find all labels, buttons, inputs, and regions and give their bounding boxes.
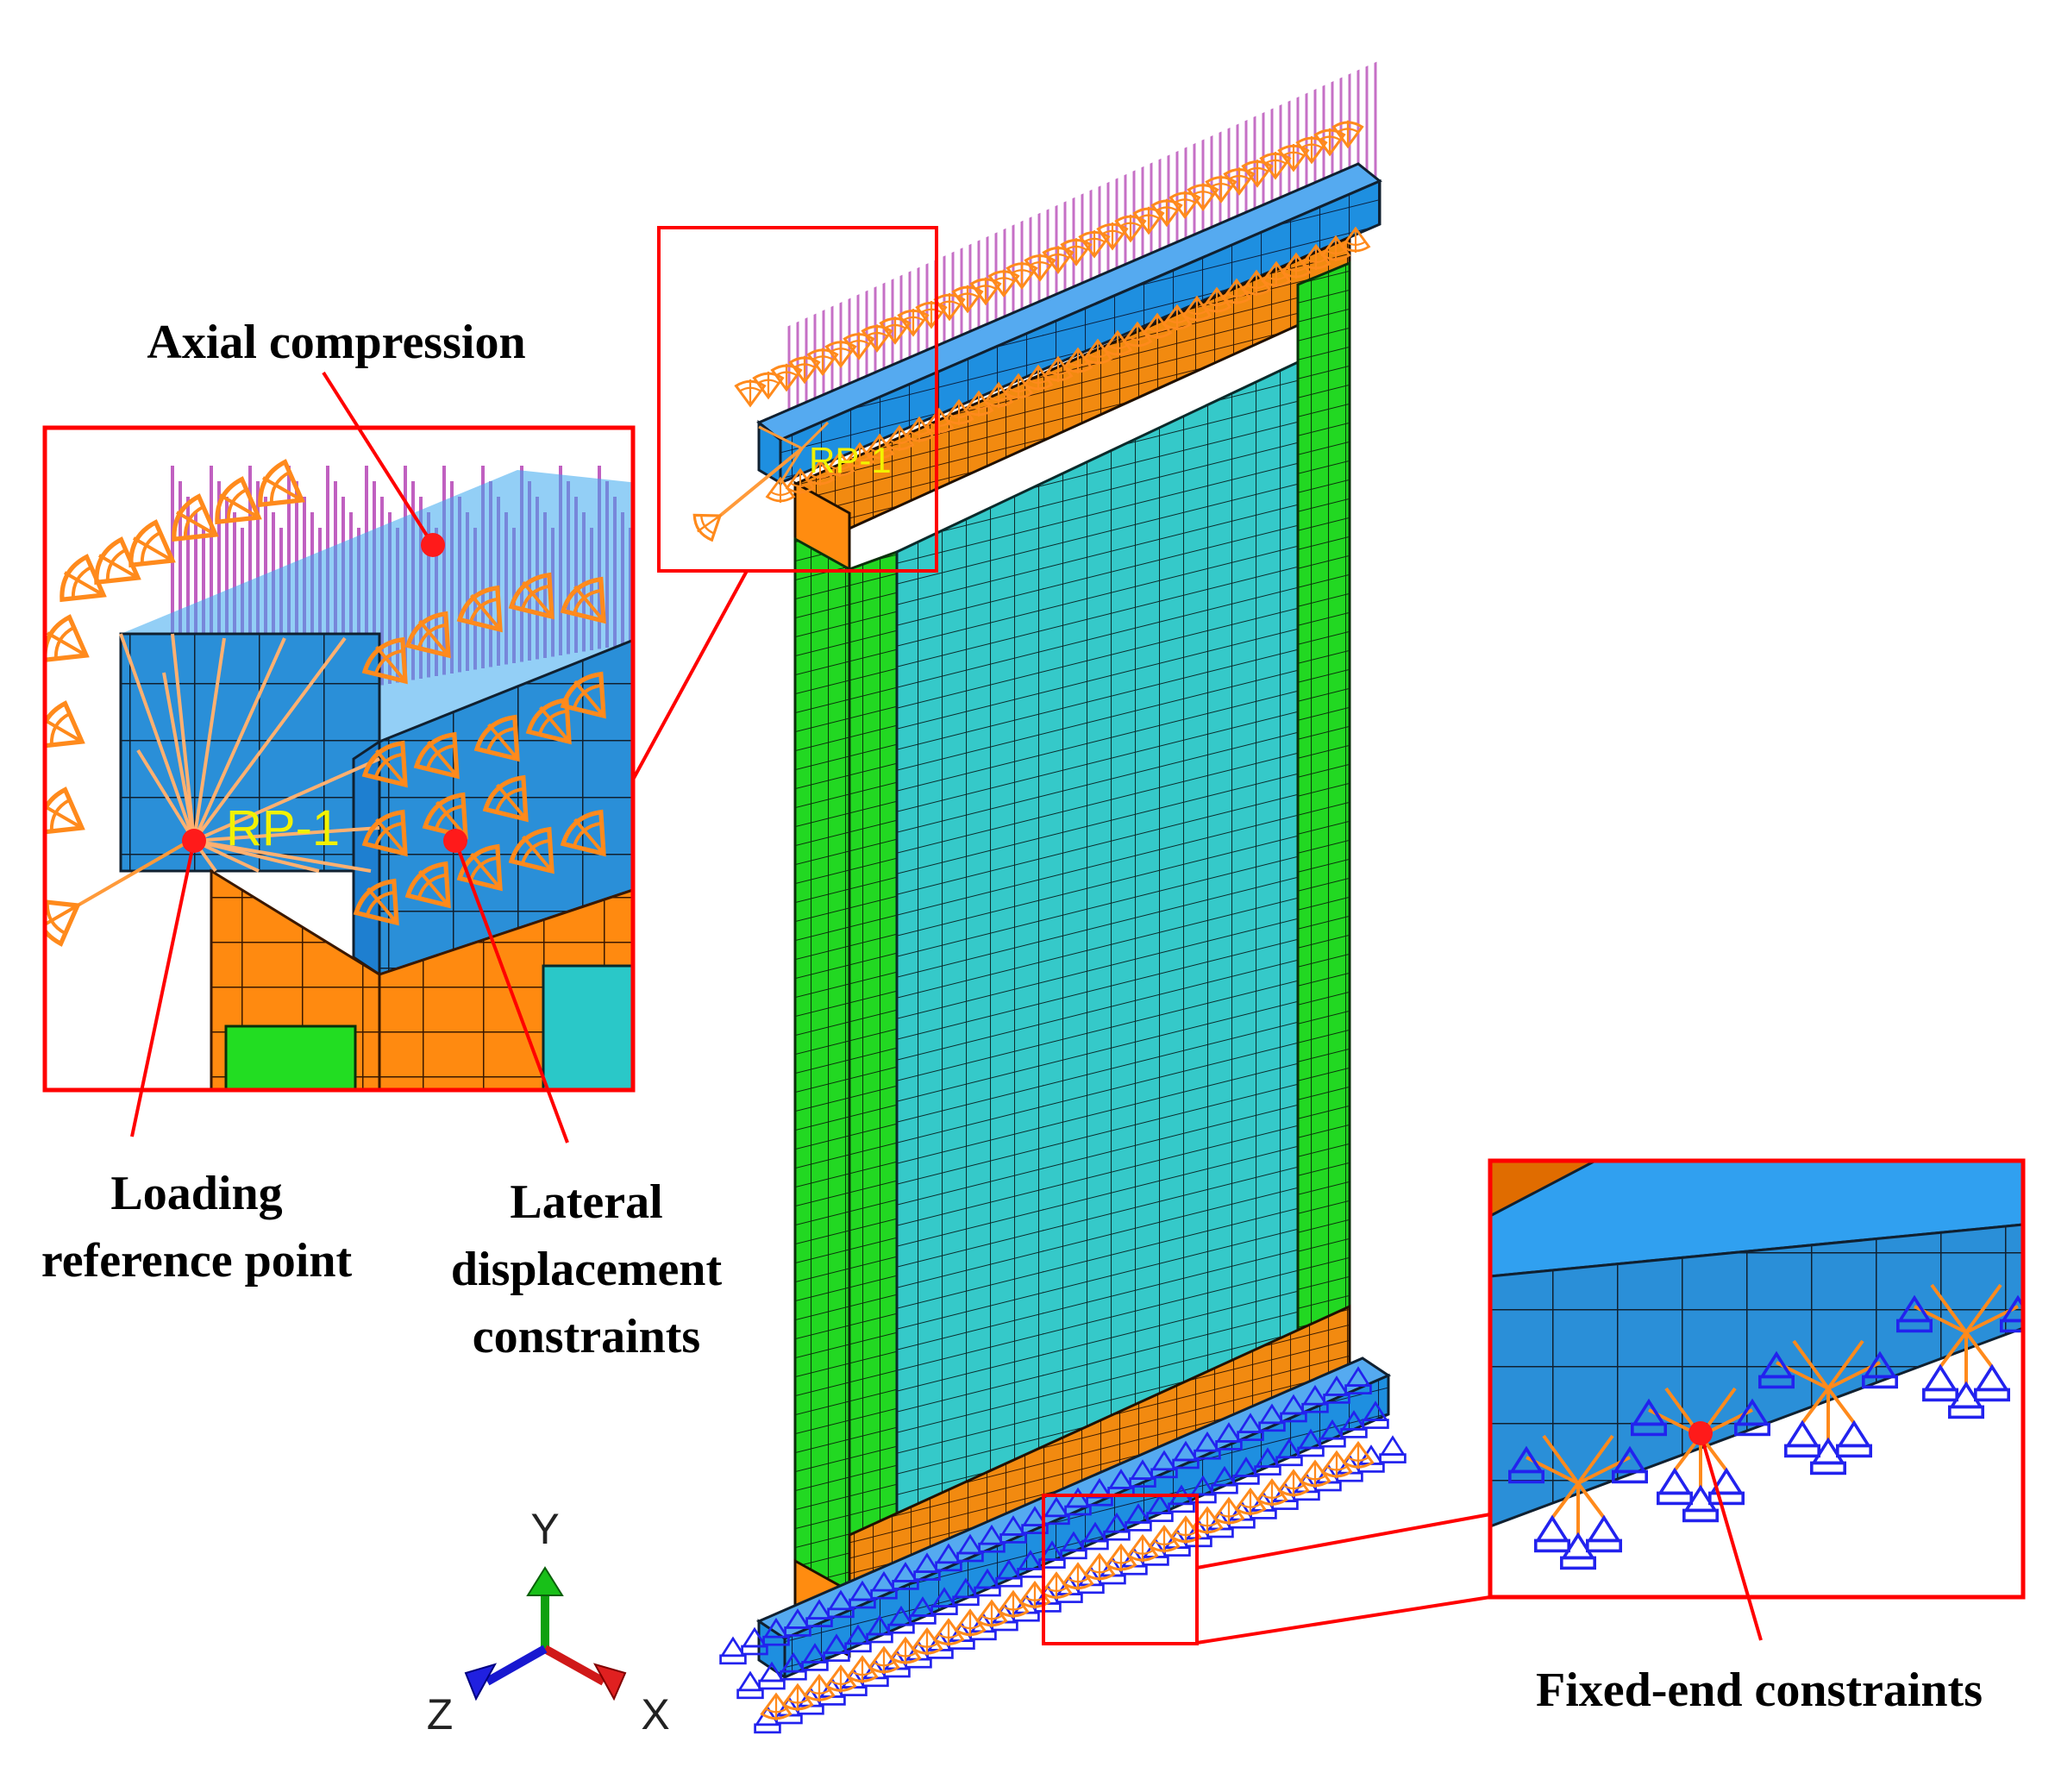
loading-label-line2: reference point xyxy=(41,1234,353,1288)
axis-z-label: Z xyxy=(427,1690,454,1739)
axial-pointer-line xyxy=(322,371,435,547)
lateral-marker-dot-icon xyxy=(443,829,467,853)
lateral-pointer-line xyxy=(454,840,569,1143)
right-green-column xyxy=(1296,260,1351,1348)
loading-label-line1: Loading xyxy=(110,1167,282,1220)
cone-constraint-icon xyxy=(735,378,766,407)
base-callout-frame xyxy=(1042,1494,1199,1645)
top-callout-frame xyxy=(657,226,938,573)
axis-y-label: Y xyxy=(530,1505,559,1553)
rp-marker-dot-icon xyxy=(182,829,206,853)
zoom-cyan-web xyxy=(542,964,633,1090)
wall-model: RP-1 xyxy=(687,60,1407,1734)
fixed-pointer-line xyxy=(1699,1432,1763,1641)
lateral-label-line1: Lateral xyxy=(510,1175,662,1229)
rp-pointer-line xyxy=(130,840,196,1137)
base-callout-connector-1 xyxy=(1196,1513,1491,1570)
lateral-label-line3: constraints xyxy=(473,1310,700,1363)
top-cap-side-face xyxy=(779,179,1381,486)
axis-triad-icon: Y Z X xyxy=(427,1505,670,1739)
zoom-green-column xyxy=(224,1024,357,1090)
axis-x-label: X xyxy=(641,1690,669,1739)
axial-marker-dot-icon xyxy=(421,533,445,557)
base-zoom-frame xyxy=(1488,1158,2026,1600)
left-green-column-side xyxy=(848,549,899,1620)
left-green-column xyxy=(793,536,851,1620)
base-callout-connector-2 xyxy=(1196,1595,1491,1645)
fixed-end-label: Fixed-end constraints xyxy=(1536,1664,1983,1717)
zoom-rp-label: RP-1 xyxy=(226,800,340,856)
zoom-rp-coupling-lines xyxy=(119,633,380,873)
zoom-base-blue xyxy=(1490,1223,2023,1528)
base-zoom-inset xyxy=(1490,1161,2023,1597)
main-reference-point: RP-1 xyxy=(687,421,892,546)
top-callout-connector xyxy=(631,570,749,780)
main-rp-label: RP-1 xyxy=(809,440,892,480)
cone-constraint-icon xyxy=(1343,1441,1374,1470)
fixed-support-icon xyxy=(1379,1436,1407,1463)
lateral-label-line2: displacement xyxy=(451,1243,723,1296)
top-zoom-inset: RP-1 xyxy=(45,428,633,1090)
top-zoom-frame xyxy=(42,425,636,1093)
axial-compression-label: Axial compression xyxy=(147,316,525,369)
fixed-marker-dot-icon xyxy=(1688,1421,1713,1445)
